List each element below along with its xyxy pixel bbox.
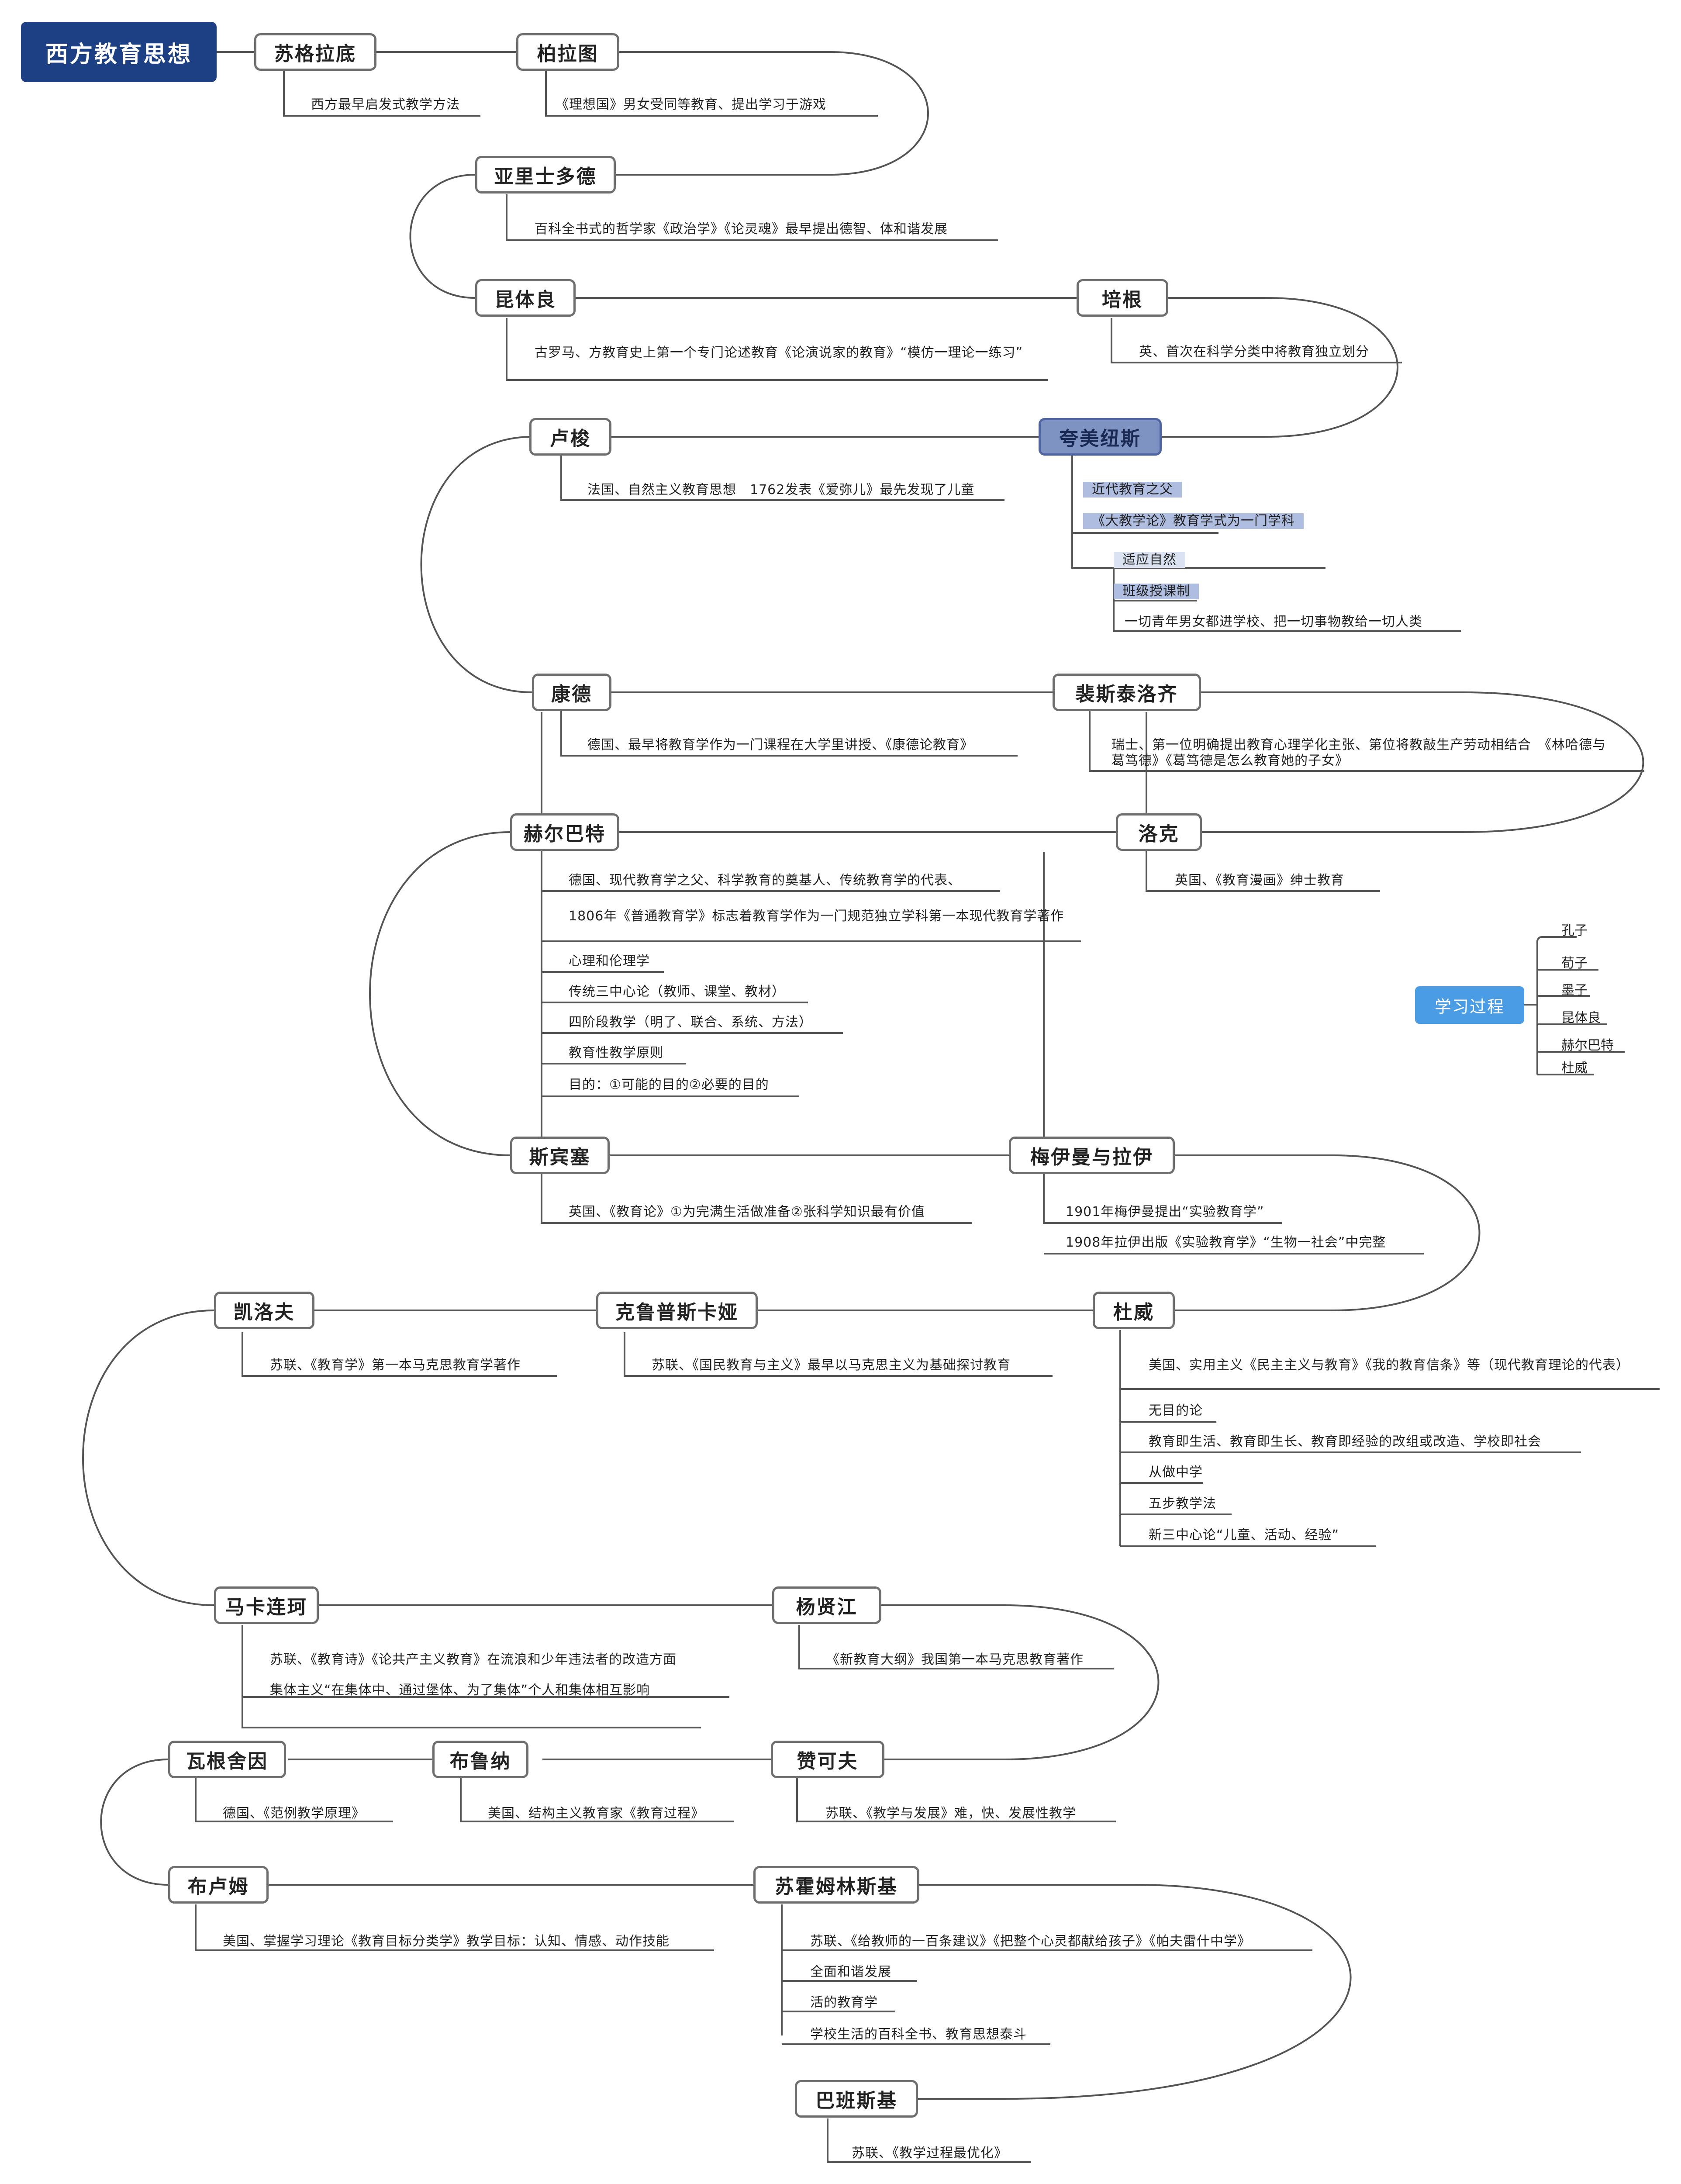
- note-yangxianjiang: 《新教育大纲》我国第一本马克思教育著作: [826, 1652, 1084, 1667]
- note-plato: 《理想国》男女受同等教育、提出学习于游戏: [556, 97, 826, 112]
- node-dewey[interactable]: 杜威: [1093, 1292, 1175, 1329]
- note-socrates: 西方最早启发式教学方法: [311, 97, 460, 112]
- note-wagenschein: 德国、《范例教学原理》: [223, 1806, 365, 1821]
- node-yangxianjiang[interactable]: 杨贤江: [772, 1586, 881, 1624]
- note-krupskaya: 苏联、《国民教育与主义》最早以马克思主义为基础探讨教育: [652, 1358, 1011, 1373]
- node-rousseau[interactable]: 卢梭: [529, 418, 611, 456]
- note-herbart-3: 心理和伦理学: [569, 954, 650, 969]
- note-dewey-5: 五步教学法: [1149, 1496, 1216, 1511]
- node-herbart[interactable]: 赫尔巴特: [510, 813, 619, 851]
- note-bruner: 美国、结构主义教育家《教育过程》: [488, 1806, 704, 1821]
- node-kant[interactable]: 康德: [532, 674, 611, 711]
- note-dewey-4: 从做中学: [1149, 1465, 1203, 1480]
- note-kant: 德国、最早将教育学作为一门课程在大学里讲授、《康德论教育》: [587, 737, 973, 753]
- node-pestalozzi[interactable]: 裴斯泰洛齐: [1053, 674, 1201, 711]
- node-kairov[interactable]: 凯洛夫: [214, 1292, 314, 1329]
- note-comenius-sub-2: 班级授课制: [1114, 584, 1199, 599]
- note-makarenko-2: 集体主义“在集体中、通过堡体、为了集体”个人和集体相互影响: [270, 1683, 650, 1698]
- note-herbart-1: 德国、现代教育学之父、科学教育的奠基人、传统教育学的代表、: [569, 873, 961, 888]
- note-dewey-1: 美国、实用主义《民主主义与教育》《我的教育信条》等（现代教育理论的代表）: [1149, 1358, 1629, 1373]
- note-meumann-1: 1901年梅伊曼提出“实验教育学”: [1066, 1204, 1264, 1220]
- note-comenius-2: 《大教学论》教育学式为一门学科: [1083, 513, 1304, 529]
- node-sukhomlinsky[interactable]: 苏霍姆林斯基: [753, 1866, 919, 1904]
- note-comenius-1: 近代教育之父: [1083, 482, 1182, 498]
- note-herbart-2: 1806年《普通教育学》标志着教育学作为一门规范独立学科第一本现代教育学著作: [569, 909, 1064, 924]
- note-sukhomlinsky-3: 活的教育学: [810, 1995, 878, 2010]
- note-bacon: 英、首次在科学分类中将教育独立划分: [1139, 344, 1369, 359]
- note-aristotle: 百科全书式的哲学家《政治学》《论灵魂》最早提出德智、体和谐发展: [535, 221, 948, 237]
- note-rousseau: 法国、自然主义教育思想 1762发表《爱弥儿》最先发现了儿童: [587, 482, 975, 498]
- note-herbart-4: 传统三中心论（教师、课堂、教材）: [569, 984, 785, 999]
- study-item: 墨子: [1561, 983, 1588, 998]
- note-dewey-6: 新三中心论“儿童、活动、经验”: [1149, 1527, 1339, 1543]
- note-spencer: 英国、《教育论》①为完满生活做准备②张科学知识最有价值: [569, 1204, 925, 1220]
- note-pestalozzi: 瑞士、第一位明确提出教育心理学化主张、第位将教敲生产劳动相结合 《林哈德与葛笃德…: [1111, 737, 1606, 768]
- note-quintilian: 古罗马、方教育史上第一个专门论述教育《论演说家的教育》“模仿一理论一练习”: [535, 345, 1023, 360]
- note-meumann-2: 1908年拉伊出版《实验教育学》“生物一社会”中完整: [1066, 1235, 1386, 1250]
- note-dewey-2: 无目的论: [1149, 1403, 1203, 1418]
- node-aristotle[interactable]: 亚里士多德: [475, 156, 616, 194]
- study-process-node[interactable]: 学习过程: [1415, 986, 1524, 1024]
- note-comenius-sub-1: 适应自然: [1114, 552, 1185, 568]
- node-krupskaya[interactable]: 克鲁普斯卡娅: [596, 1292, 758, 1329]
- study-item: 荀子: [1561, 956, 1588, 971]
- node-locke[interactable]: 洛克: [1116, 813, 1202, 851]
- node-babansky[interactable]: 巴班斯基: [795, 2080, 918, 2118]
- note-bloom: 美国、掌握学习理论《教育目标分类学》教学目标：认知、情感、动作技能: [223, 1934, 670, 1949]
- study-item: 孔子: [1561, 923, 1588, 938]
- note-zankov: 苏联、《教学与发展》难，快、发展性教学: [825, 1806, 1076, 1821]
- study-item: 昆体良: [1561, 1010, 1601, 1026]
- node-zankov[interactable]: 赞可夫: [771, 1741, 884, 1778]
- node-bacon[interactable]: 培根: [1077, 279, 1168, 317]
- note-herbart-6: 教育性教学原则: [569, 1045, 663, 1061]
- note-comenius-sub-3: 一切青年男女都进学校、把一切事物教给一切人类: [1125, 614, 1422, 629]
- node-makarenko[interactable]: 马卡连珂: [214, 1586, 319, 1624]
- study-item: 杜威: [1561, 1061, 1588, 1076]
- note-sukhomlinsky-2: 全面和谐发展: [810, 1964, 891, 1980]
- node-plato[interactable]: 柏拉图: [516, 33, 619, 71]
- node-comenius[interactable]: 夸美纽斯: [1039, 418, 1162, 456]
- node-meumann[interactable]: 梅伊曼与拉伊: [1009, 1137, 1175, 1174]
- node-bloom[interactable]: 布卢姆: [168, 1866, 269, 1904]
- note-locke: 英国、《教育漫画》绅士教育: [1175, 873, 1344, 888]
- study-item: 赫尔巴特: [1561, 1038, 1614, 1053]
- node-spencer[interactable]: 斯宾塞: [510, 1137, 610, 1174]
- node-quintilian[interactable]: 昆体良: [475, 279, 576, 317]
- note-dewey-3: 教育即生活、教育即生长、教育即经验的改组或改造、学校即社会: [1149, 1434, 1541, 1449]
- note-herbart-5: 四阶段教学（明了、联合、系统、方法）: [569, 1015, 812, 1030]
- note-babansky: 苏联、《教学过程最优化》: [852, 2146, 1008, 2161]
- root-title[interactable]: 西方教育思想: [21, 22, 217, 82]
- note-makarenko-1: 苏联、《教育诗》《论共产主义教育》在流浪和少年违法者的改造方面: [270, 1652, 677, 1667]
- node-wagenschein[interactable]: 瓦根舍因: [168, 1741, 286, 1778]
- node-bruner[interactable]: 布鲁纳: [432, 1741, 528, 1778]
- note-sukhomlinsky-1: 苏联、《给教师的一百条建议》《把整个心灵都献给孩子》《帕夫雷什中学》: [810, 1934, 1251, 1949]
- note-sukhomlinsky-4: 学校生活的百科全书、教育思想泰斗: [810, 2027, 1027, 2042]
- node-socrates[interactable]: 苏格拉底: [254, 33, 376, 71]
- note-herbart-7: 目的：①可能的目的②必要的目的: [569, 1077, 769, 1092]
- note-kairov: 苏联、《教育学》第一本马克思教育学著作: [270, 1358, 521, 1373]
